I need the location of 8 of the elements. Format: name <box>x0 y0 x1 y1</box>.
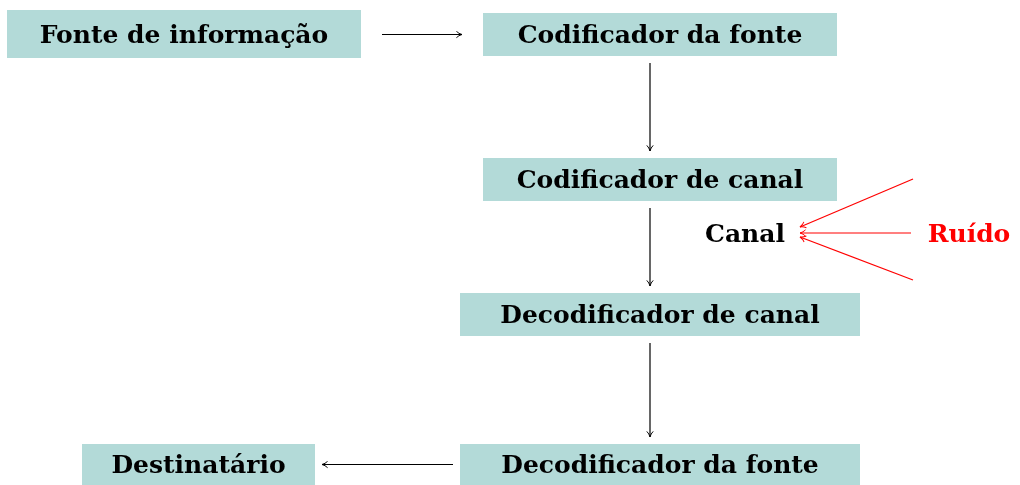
process-box: Codificador da fonte <box>483 13 837 56</box>
process-box: Decodificador da fonte <box>460 444 860 485</box>
process-box: Fonte de informação <box>7 10 361 58</box>
process-box: Destinatário <box>82 444 315 485</box>
noise-label: Ruído <box>918 214 1020 252</box>
process-box: Codificador de canal <box>483 158 837 201</box>
process-box: Decodificador de canal <box>460 293 860 336</box>
channel-label: Canal <box>697 214 793 252</box>
